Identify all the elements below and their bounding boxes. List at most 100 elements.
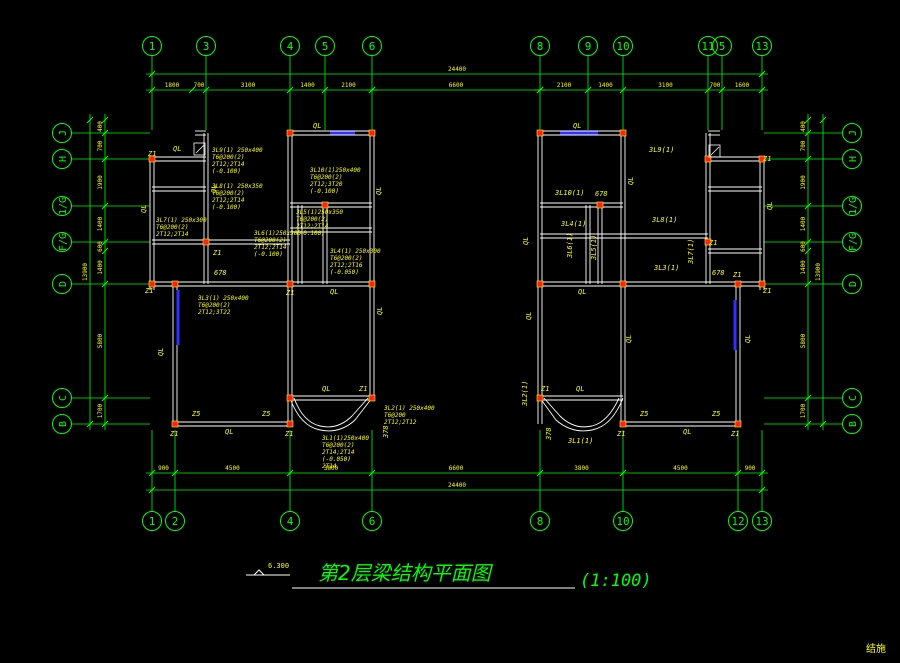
beam-note-line: T6@200(2): [254, 237, 287, 244]
stair-box-left-diag: [195, 144, 205, 154]
column-label-z1: Z1: [708, 239, 717, 247]
beam-note-right: 3L3(1): [653, 264, 679, 272]
beam-note-line: 3L1(1)250x400: [321, 435, 369, 442]
dim-top-left-tick: [321, 86, 329, 94]
column-z1: [758, 155, 766, 163]
dim-left-rows-tick: [101, 420, 109, 428]
grid-row-1/G-left-circle: [52, 196, 72, 216]
sheet-tag: 结施: [866, 642, 886, 655]
dim-top-mid-text: 6600: [449, 82, 464, 89]
grid-bottom-2-label: 2: [172, 515, 179, 528]
grid-row-label: 1/G: [848, 197, 859, 215]
dim-right-rows-text: 1700: [800, 403, 807, 418]
column-label-z1: Z1: [762, 287, 771, 295]
dim-right-total-tick: [819, 116, 827, 124]
dim-right-rows-tick: [804, 129, 812, 137]
dim-right-rows-text: 700: [800, 140, 807, 151]
column-z1: [619, 129, 627, 137]
dim-top-right-tick: [718, 86, 726, 94]
dim-top-left-tick: [286, 86, 294, 94]
grid-top-6-circle: [362, 36, 382, 56]
dim-bottom-tick: [368, 469, 376, 477]
beam-note-right: 3L4(1): [560, 220, 586, 228]
dim-left-rows-text: 600: [97, 241, 104, 252]
beam-label-ql: QL: [322, 385, 330, 393]
bay-window-right: [539, 397, 624, 432]
dim-top-right-tick: [704, 86, 712, 94]
beam-note-line: T6@200(2): [212, 154, 245, 161]
column-z1: [286, 420, 294, 428]
dim-top-left-tick: [202, 86, 210, 94]
beam-note-line: T6@200(2): [212, 190, 245, 197]
grid-row-C-right-circle: [842, 388, 862, 408]
beam-note-line: 3L3(1) 250x400: [197, 295, 249, 302]
beam-label-ql: QL: [578, 288, 586, 296]
elevation-label: 678: [595, 190, 608, 198]
dim-top-left-text: 700: [194, 82, 205, 89]
dim-top-left-text: 3100: [241, 82, 256, 89]
column-z1: [202, 238, 210, 246]
beam-note-right: 3L5(1): [590, 235, 598, 261]
column-z1: [536, 394, 544, 402]
dim-bottom-tick: [734, 469, 742, 477]
column-z1: [171, 280, 179, 288]
elevation-label: 678: [214, 269, 227, 277]
dim-right-rows-text: 1400: [800, 260, 807, 275]
beam-note-line: 2T12;2T16: [330, 262, 363, 269]
dim-left-total-text: 13900: [82, 263, 89, 281]
column-z1: [536, 280, 544, 288]
dim-top-right-text: 1600: [735, 82, 750, 89]
dim-bottom-tick: [171, 469, 179, 477]
beam-note-line: 2T12;2T12: [384, 419, 417, 426]
grid-row-J-right-circle: [842, 123, 862, 143]
beam-label-ql: QL: [173, 145, 181, 153]
elevation-label: 378: [382, 425, 390, 439]
beam-layer: [148, 129, 766, 428]
grid-row-D-right-circle: [842, 274, 862, 294]
dim-left-rows-tick: [101, 247, 109, 255]
column-z1: [286, 129, 294, 137]
grid-bottom-10-circle: [613, 511, 633, 531]
grid-row-label: F/G: [848, 233, 859, 251]
dim-total-bottom-text: 24400: [448, 482, 466, 489]
dim-right-rows-text: 400: [800, 121, 807, 132]
column-label-z1: Z1: [147, 150, 156, 158]
beam-note-line: T6@200(2): [198, 302, 231, 309]
beam-note-line: 2T14;2T14: [322, 449, 355, 456]
column-z1: [148, 280, 156, 288]
grid-top-1-label: 1: [149, 40, 156, 53]
column-z1: [286, 394, 294, 402]
beam-label-ql: QL: [376, 307, 384, 315]
stair-box-right-diag: [710, 146, 720, 156]
dim-top-right-tick: [619, 86, 627, 94]
column-z1: [536, 129, 544, 137]
grid-top-4-circle: [280, 36, 300, 56]
column-z1: [368, 280, 376, 288]
grid-top-3-circle: [196, 36, 216, 56]
dim-right-rows-text: 600: [800, 241, 807, 252]
beam-note-line: 3L2(1) 250x400: [383, 405, 435, 412]
grid-row-B-right-circle: [842, 414, 862, 434]
grid-top-9-circle: [578, 36, 598, 56]
beam-label-ql: QL: [683, 428, 691, 436]
elevation-label: 678: [712, 269, 725, 277]
beam-note-line: (-0.100): [212, 204, 241, 211]
column-z1: [286, 280, 294, 288]
grid-bottom-13-label: 13: [755, 515, 768, 528]
grid-top-10-label: 10: [616, 40, 629, 53]
dim-bottom-tick: [148, 469, 156, 477]
grid-bottom-2-circle: [165, 511, 185, 531]
grid-bottom-6-label: 6: [369, 515, 376, 528]
beam-label-ql: QL: [525, 312, 533, 320]
column-z1: [704, 238, 712, 246]
column-label-z1: Z1: [144, 287, 153, 295]
beam-label-ql: QL: [225, 428, 233, 436]
grid-row-J-left-circle: [52, 123, 72, 143]
beam-label-ql: QL: [744, 335, 752, 343]
beam-label-ql: QL: [210, 185, 218, 193]
beam-label-ql: QL: [766, 202, 774, 210]
dim-right-rows-tick: [804, 394, 812, 402]
beam-note-line: (-0.100): [296, 230, 325, 237]
dim-bottom-text: 6600: [449, 465, 464, 472]
grid-top-6-label: 6: [369, 40, 376, 53]
